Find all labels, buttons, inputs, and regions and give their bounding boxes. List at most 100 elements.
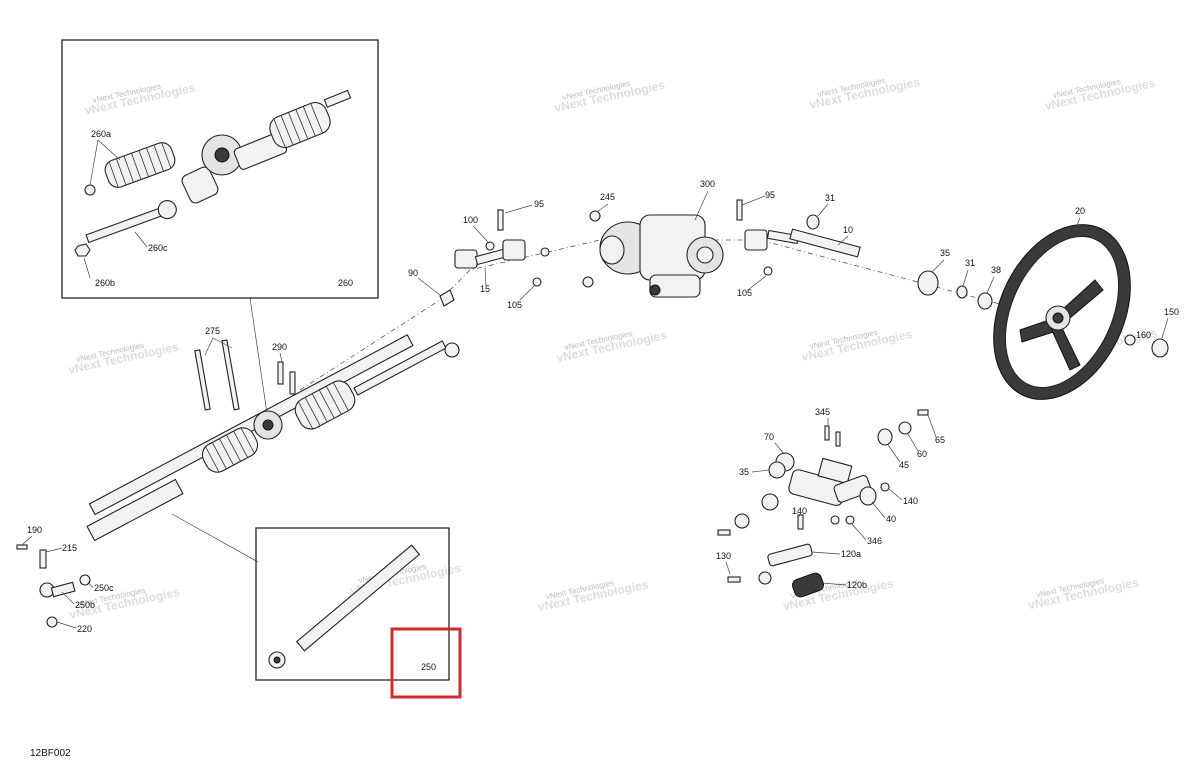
bushing-35 (768, 461, 786, 479)
nut-105 (763, 266, 773, 276)
callout-label: 65 (935, 435, 945, 445)
callout-label: 215 (62, 543, 77, 553)
bolt-130 (727, 576, 741, 583)
power-steering-unit-300: 245 300 (582, 179, 724, 298)
callout-label: 190 (27, 525, 42, 535)
callout-label: 130 (716, 551, 731, 561)
callout-label: 346 (867, 536, 882, 546)
inner-tie-rod-260c (85, 200, 177, 244)
cap-150 (1151, 338, 1169, 358)
callout-label: 90 (408, 268, 418, 278)
bolt-275 (221, 339, 240, 411)
callout-label: 60 (917, 449, 927, 459)
callout-label: 10 (843, 225, 853, 235)
bolt-130 (717, 529, 731, 536)
bolt-95 (736, 199, 743, 221)
ring-31 (806, 214, 820, 230)
bushing-35 (917, 270, 939, 296)
callout-label: 95 (765, 190, 775, 200)
callout-label: 35 (940, 248, 950, 258)
callout-label: 275 (205, 326, 220, 336)
screw-345 (824, 425, 830, 441)
callout-label: 140 (903, 496, 918, 506)
callout-label: 250b (75, 600, 95, 610)
callout-label: 260 (338, 278, 353, 288)
highlight-box (390, 627, 462, 699)
screw-290 (277, 361, 284, 385)
inset-leader-line (171, 513, 259, 563)
inset-tie-rod-250: 250 (255, 527, 462, 699)
nut-160 (1124, 334, 1136, 346)
washer-45 (877, 428, 893, 446)
lever-120a (767, 543, 813, 567)
rack-housing (181, 89, 352, 204)
screw-345 (835, 431, 841, 447)
callout-label: 45 (899, 460, 909, 470)
inset-frame (61, 39, 379, 299)
boot-120b (792, 572, 824, 598)
callout-label: 250c (94, 583, 114, 593)
callout-label: 290 (272, 342, 287, 352)
callout-label: 100 (463, 215, 478, 225)
screw-290 (289, 371, 296, 395)
bolt-140 (880, 482, 890, 492)
clamp-260a (84, 184, 96, 196)
callout-label: 150 (1164, 307, 1179, 317)
bolt-275 (194, 349, 211, 411)
callout-label: 260c (148, 243, 168, 253)
nut-346 (845, 515, 855, 525)
nut-260b (74, 243, 91, 257)
callout-label: 345 (815, 407, 830, 417)
callout-label: 70 (764, 432, 774, 442)
bolt-95 (497, 209, 504, 231)
bellows-boot-260a (104, 142, 176, 188)
callout-label: 300 (700, 179, 715, 189)
intermediate-shaft-15: 100 95 90 15 105 (408, 199, 550, 310)
nut-250c (79, 574, 91, 586)
steering-wheel-group: 35 31 38 20 160 150 (917, 206, 1179, 400)
callout-label: 31 (825, 193, 835, 203)
highlighted-callout-label: 250 (421, 662, 436, 672)
callout-label: 105 (737, 288, 752, 298)
callout-label: 95 (534, 199, 544, 209)
callout-label: 120b (847, 580, 867, 590)
bolt-140 (797, 514, 804, 530)
inset-leader-line (249, 297, 269, 421)
nut-105 (532, 277, 542, 287)
assembly-axis-line (299, 239, 1061, 391)
callout-label: 105 (507, 300, 522, 310)
callout-label: 260b (95, 278, 115, 288)
callout-label: 20 (1075, 206, 1085, 216)
nut-100 (485, 241, 495, 251)
upper-steering-shaft-10: 95 105 31 10 (736, 190, 861, 298)
callout-label: 160 (1136, 330, 1151, 340)
callout-label: 120a (841, 549, 861, 559)
ring-31 (956, 285, 968, 299)
callout-label: 140 (792, 506, 807, 516)
steering-rack-assembly: 275 290 (86, 326, 460, 542)
callout-label: 260a (91, 129, 111, 139)
callout-label: 245 (600, 192, 615, 202)
column-support-group: 345 70 35 45 60 65 140 140 40 346 120a 1… (716, 407, 945, 598)
nut-220 (46, 616, 58, 628)
callout-label: 15 (480, 284, 490, 294)
bolt-65 (917, 409, 929, 416)
tie-rod-end-group: 190 215 250c 250b 220 (16, 525, 114, 634)
cotter-pin-190 (16, 544, 28, 550)
inset-steering-rack-detail: 260a 260c 260b 260 (61, 39, 379, 299)
callout-label: 40 (886, 514, 896, 524)
nut-346 (830, 515, 840, 525)
washer-38 (977, 292, 993, 310)
callout-label: 220 (77, 624, 92, 634)
bushing-40 (859, 486, 877, 506)
callout-label: 35 (739, 467, 749, 477)
drawing-code: 12BF002 (30, 748, 71, 759)
bolt-215 (39, 549, 47, 569)
bushing-60 (898, 421, 912, 435)
callout-label: 38 (991, 265, 1001, 275)
inset-frame (255, 527, 450, 681)
steering-wheel-20 (993, 224, 1131, 400)
bolt-90 (439, 289, 455, 307)
callout-label: 31 (965, 258, 975, 268)
